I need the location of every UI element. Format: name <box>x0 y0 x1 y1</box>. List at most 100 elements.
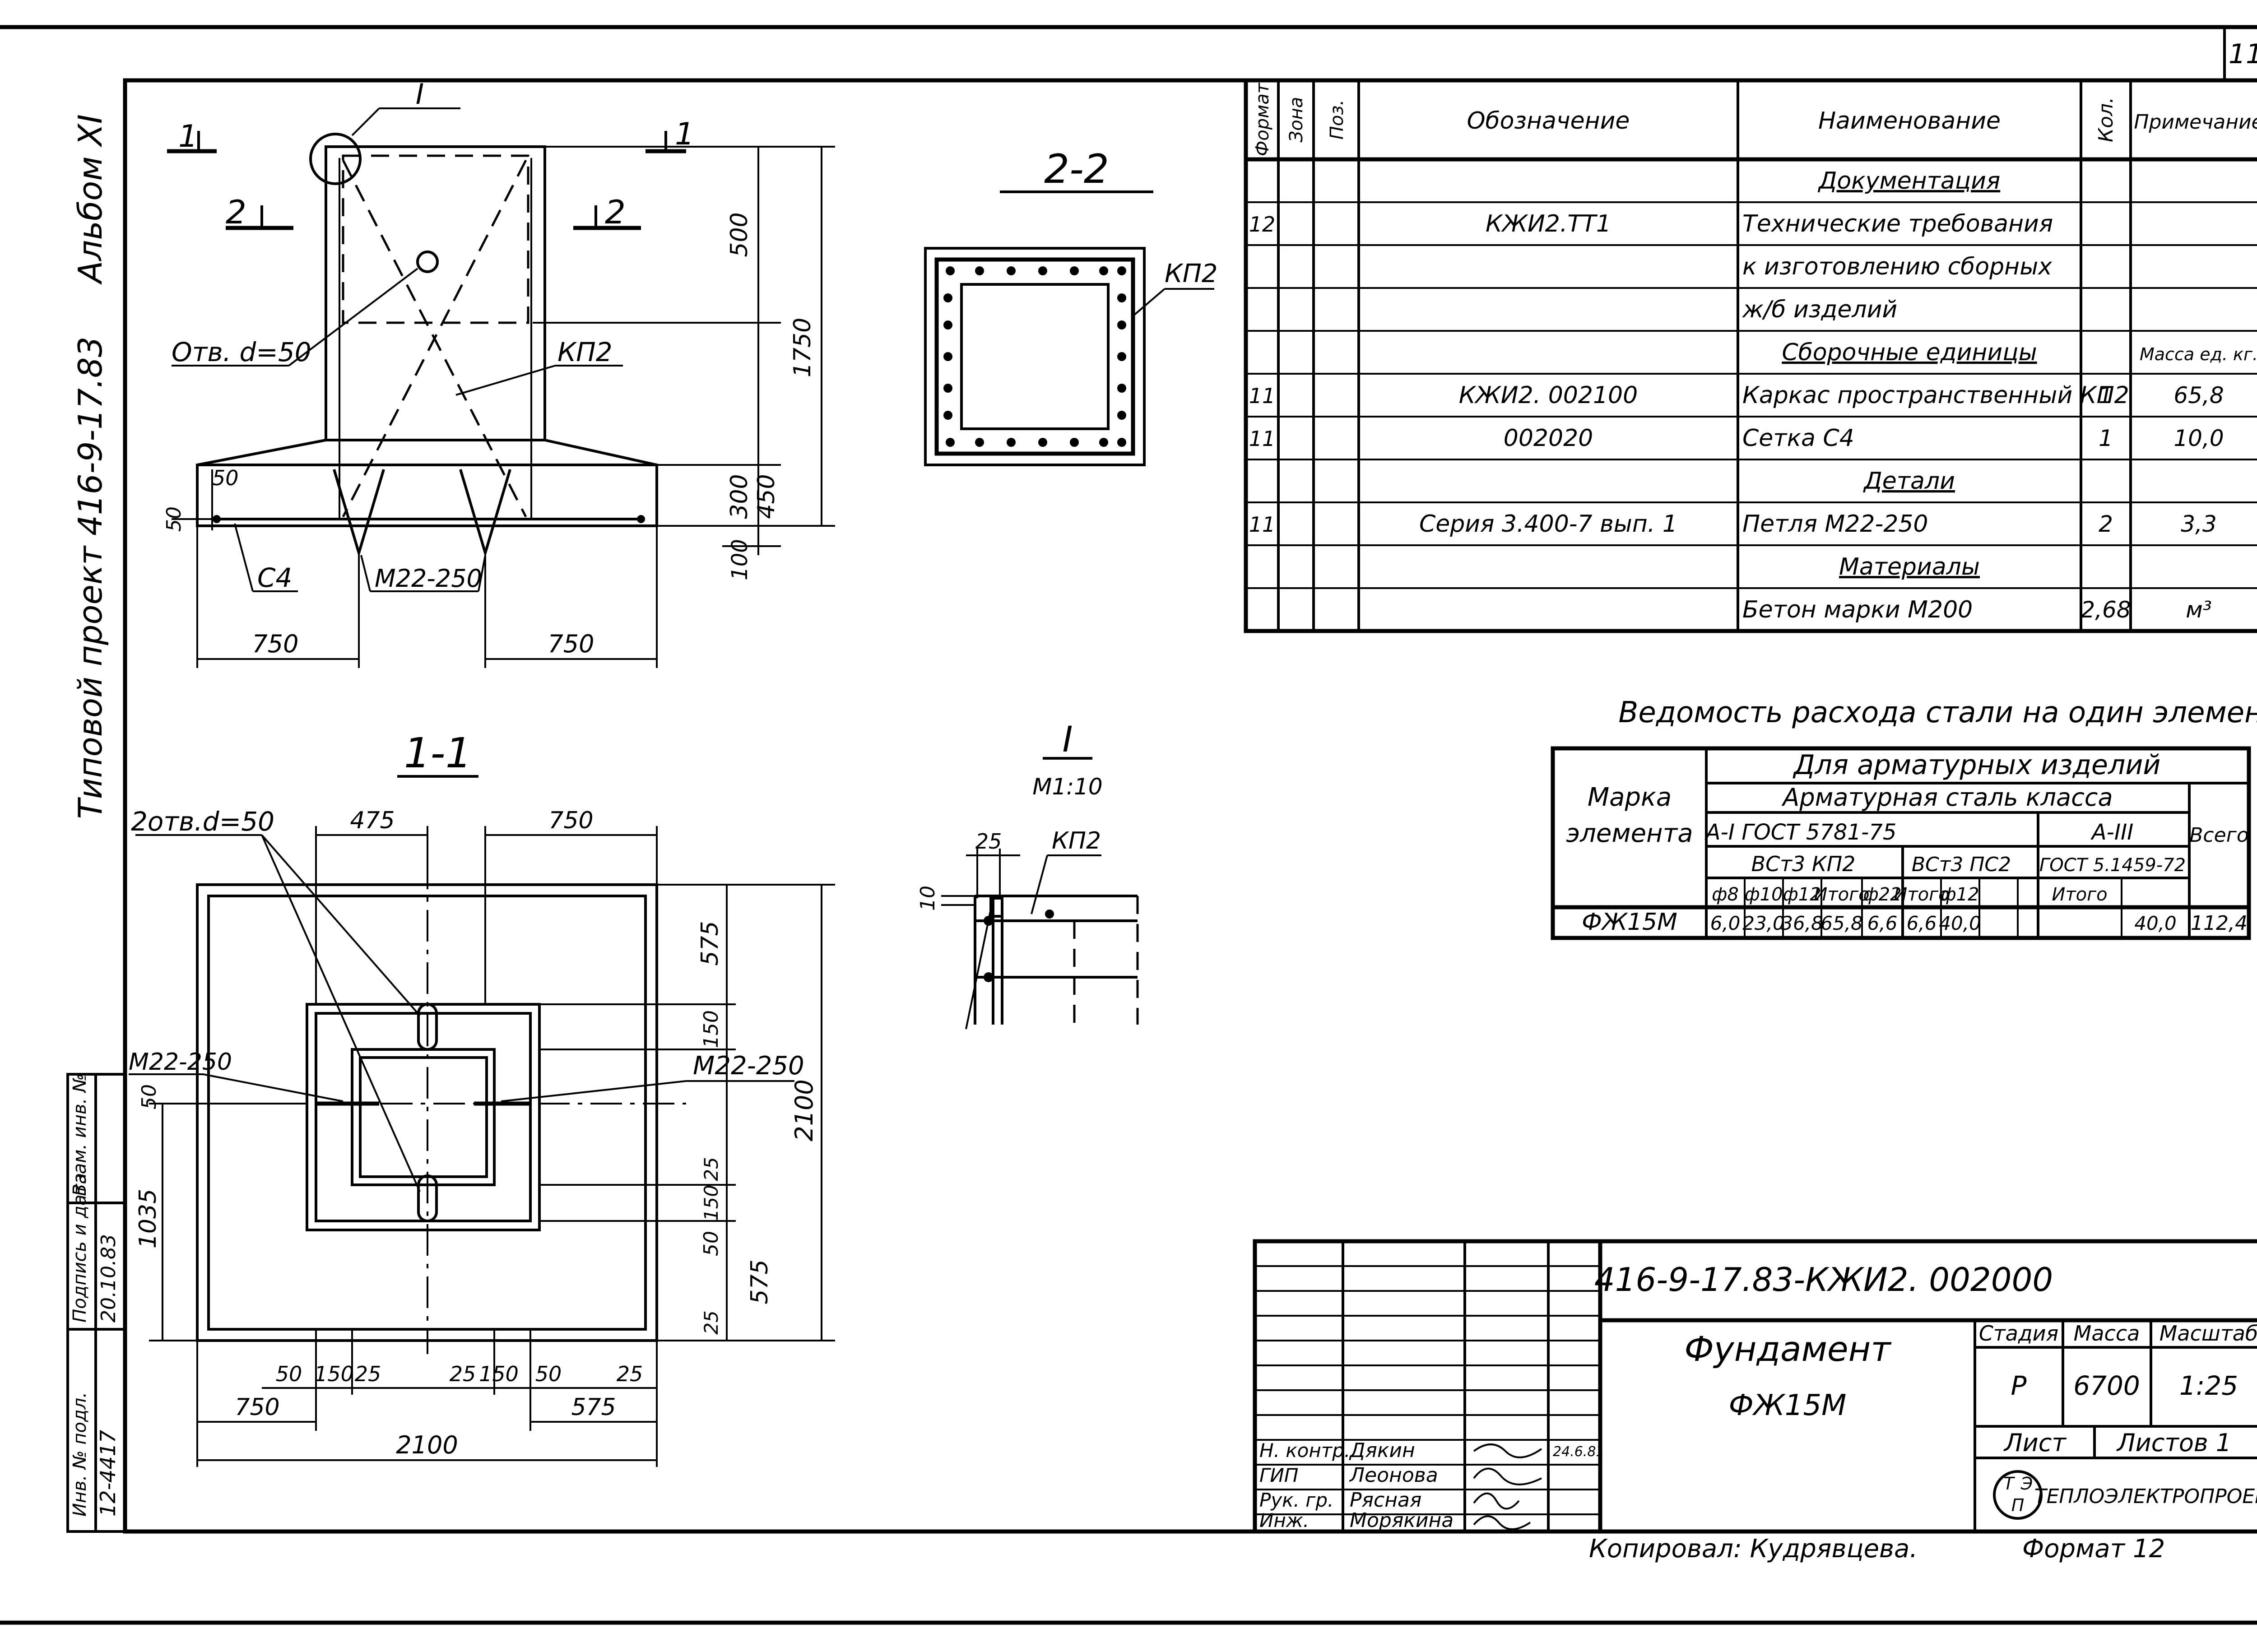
rebar-dot <box>946 438 955 447</box>
steel-grade-2: ВСт3 ПС2 <box>1912 853 2011 876</box>
steel-table-frame <box>1551 746 2251 940</box>
spec-header-note: Примечание <box>2134 111 2257 134</box>
org-logo: Т Э П <box>1993 1470 2043 1520</box>
plan-column-outline <box>306 1003 541 1231</box>
steel-total-header: Всего <box>2189 824 2248 847</box>
spec-cell-desig: КЖИ2.ТТ1 <box>1486 210 1611 237</box>
spec-cell-qty: 2,68 <box>2081 597 2131 623</box>
steel-col-header: ф8 <box>1712 884 1739 905</box>
frame-kp2-section <box>934 257 1135 456</box>
steel-group-header: Для арматурных изделий <box>1793 749 2161 781</box>
lifting-loop-right <box>459 469 511 558</box>
steel-cell: 65,8 <box>1820 912 1863 934</box>
rebar-dot <box>1117 352 1126 361</box>
sign-date: 24.6.81 <box>1553 1444 1605 1460</box>
plan-column-hole <box>351 1048 496 1186</box>
spec-row: Материалы <box>1839 553 1980 580</box>
title-org: ТЕПЛОЭЛЕКТРОПРОЕКТ <box>2034 1485 2257 1508</box>
rebar-dot <box>975 438 984 447</box>
spec-cell-name: Бетон марки М200 <box>1742 596 1973 623</box>
stamp-replace-header: Взам. инв. № <box>70 1073 90 1196</box>
steel-gost-a3: ГОСТ 5.1459-72 <box>2039 855 2186 876</box>
steel-col-header: ф22 <box>1863 884 1901 905</box>
steel-subgroup-header: Арматурная сталь класса <box>1781 783 2113 812</box>
section-2-2-title: 2-2 <box>1044 146 1109 192</box>
spec-cell-fmt: 12 <box>1249 212 1276 237</box>
node-I-dim-10: 10 <box>916 886 939 911</box>
dim-100: 100 <box>727 539 752 580</box>
plan-dim-2100-bottom: 2100 <box>396 1431 458 1459</box>
spec-row: 12 КЖИ2.ТТ1 Технические требования <box>1249 210 2053 237</box>
title-sheet-label: Лист <box>2003 1429 2067 1457</box>
node-I-scale: М1:10 <box>1032 774 1102 800</box>
steel-mark-header-2: элемента <box>1566 819 1693 848</box>
spec-cell-note: Масса ед. кг. <box>2140 344 2257 364</box>
plan-dim-575-right: 575 <box>746 1259 773 1304</box>
name-0: Дякин <box>1349 1439 1415 1462</box>
plan-hole-top <box>417 1003 438 1051</box>
stamp-sign-value: 20.10.83 <box>97 1234 120 1323</box>
role-1: ГИП <box>1259 1464 1298 1486</box>
node-I-marker-circle <box>309 133 362 185</box>
rebar-dot <box>1117 293 1126 302</box>
hole-d50 <box>416 251 439 273</box>
rebar-dot <box>1038 266 1047 275</box>
rebar-dot <box>943 293 952 302</box>
hole-label: Отв. d=50 <box>172 337 311 367</box>
spec-header-qty: Кол. <box>2094 97 2118 142</box>
steel-col-header: ф12 <box>1941 884 1979 905</box>
spec-row: к изготовлению сборных <box>1742 253 2053 280</box>
dim-50-a: 50 <box>212 466 239 490</box>
spec-cell-name: Технические требования <box>1742 210 2053 237</box>
elevation-view: I 1 1 2 2 Отв. d=50 КП2 С4 М22-250 <box>163 78 835 668</box>
plan-bottom-dim-3: 25 <box>450 1362 476 1386</box>
rebar-dot <box>1070 266 1079 275</box>
plan-dim-750-bottom: 750 <box>235 1394 279 1421</box>
steel-cell: 6,6 <box>1867 912 1898 934</box>
rebar-dot <box>943 384 952 393</box>
title-name-line2: ФЖ15М <box>1729 1389 1847 1422</box>
spec-cell-desig: 002020 <box>1504 425 1593 452</box>
spec-cell-name: Детали <box>1863 468 1955 495</box>
spec-cell-qty: 2 <box>2099 511 2113 537</box>
plan-bottom-dim-0: 50 <box>276 1362 302 1386</box>
stamp-sign-header: Подпись и дата <box>70 1173 90 1323</box>
steel-col-header: Итого <box>2052 884 2107 905</box>
spec-cell-note: 65,8 <box>2173 382 2224 408</box>
steel-cell: 6,0 <box>1710 912 1741 934</box>
rebar-dot <box>1099 266 1108 275</box>
title-name-line1: Фундамент <box>1684 1329 1892 1369</box>
footing-outline <box>196 439 658 527</box>
spec-cell-fmt: 11 <box>1249 512 1276 537</box>
dim-300: 300 <box>726 474 753 519</box>
dim-750-left: 750 <box>252 630 298 658</box>
title-code: 416-9-17.83-КЖИ2. 002000 <box>1594 1261 2053 1299</box>
title-block: 416-9-17.83-КЖИ2. 002000 Фундамент ФЖ15М… <box>1253 1239 2257 1534</box>
spec-cell-name: к изготовлению сборных <box>1742 253 2053 280</box>
plan-dim-50-left: 50 <box>138 1084 161 1109</box>
spec-cell-qty: 1 <box>2099 382 2113 408</box>
plan-1-1-title: 1-1 <box>404 729 472 777</box>
spec-header-format: Формат <box>1252 82 1273 156</box>
plan-loop-right-label: М22-250 <box>693 1051 804 1081</box>
footer-copied: Копировал: Кудрявцева. <box>1589 1534 1918 1564</box>
dim-500: 500 <box>726 212 753 257</box>
loop-label: М22-250 <box>375 564 482 593</box>
spec-row: ж/б изделий <box>1742 296 1897 323</box>
name-1: Леонова <box>1349 1464 1438 1487</box>
plan-dim-25-b: 25 <box>700 1310 722 1334</box>
spec-cell-name: Петля М22-250 <box>1742 510 1928 538</box>
lifting-loop-left <box>333 469 385 558</box>
spec-table: Формат Зона Поз. Обозначение Наименовани… <box>1244 78 2257 633</box>
rebar-dot <box>1117 320 1126 329</box>
title-scale: 1:25 <box>2179 1370 2238 1401</box>
role-0: Н. контр. <box>1259 1439 1350 1462</box>
spec-cell-name: Сборочные единицы <box>1782 339 2037 366</box>
spec-cell-note: м³ <box>2186 597 2212 623</box>
steel-class-a1: А-I ГОСТ 5781-75 <box>1704 820 1897 845</box>
title-stage: Р <box>2011 1370 2027 1401</box>
spec-cell-note: 3,3 <box>2181 511 2217 537</box>
